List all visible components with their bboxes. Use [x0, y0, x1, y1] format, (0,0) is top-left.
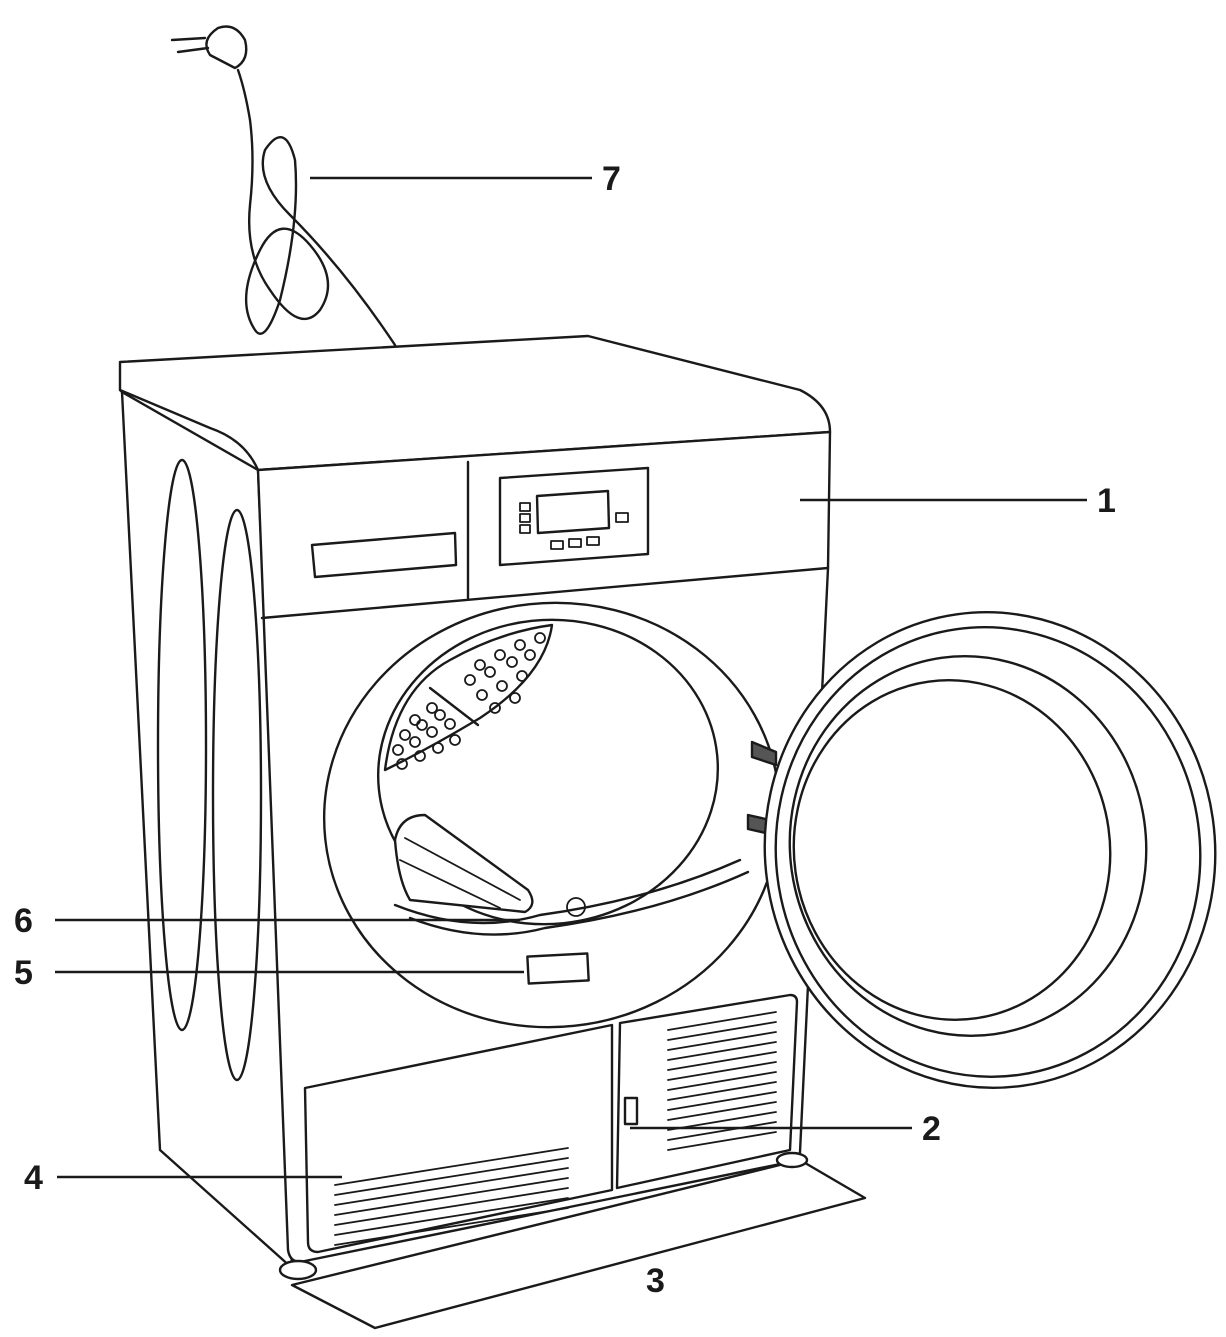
leader-lines [55, 176, 1087, 1179]
control-panel [260, 460, 830, 620]
cover-latch [623, 1096, 639, 1126]
callout-labels: 7 1 6 5 2 4 3 [14, 160, 1116, 1300]
panel-button [568, 538, 582, 548]
callout-6: 6 [14, 902, 33, 940]
left-grille [334, 1147, 569, 1246]
heat-exchanger-cover [303, 1023, 614, 1254]
display-screen [535, 489, 611, 535]
panel-button [550, 540, 564, 550]
drum-holes [392, 632, 546, 770]
callout-2: 2 [922, 1110, 941, 1148]
panel-button [519, 524, 531, 534]
panel-button [519, 502, 531, 512]
panel-button [586, 536, 600, 546]
detergent-drawer [310, 531, 458, 579]
callout-3: 3 [646, 1262, 665, 1300]
condenser-cover [615, 993, 799, 1190]
callout-4: 4 [24, 1159, 43, 1197]
callout-1: 1 [1097, 482, 1116, 520]
open-door [763, 611, 1217, 1089]
plinth-panels [303, 993, 799, 1254]
callout-5: 5 [14, 954, 33, 992]
panel-button [615, 512, 629, 523]
panel-button [519, 513, 531, 523]
floor-plate [290, 1158, 867, 1330]
rating-plate [526, 952, 590, 985]
plug [205, 25, 248, 70]
right-grille [667, 1011, 777, 1151]
callout-7: 7 [602, 160, 621, 198]
feet [278, 1151, 809, 1281]
power-cord [170, 25, 397, 347]
